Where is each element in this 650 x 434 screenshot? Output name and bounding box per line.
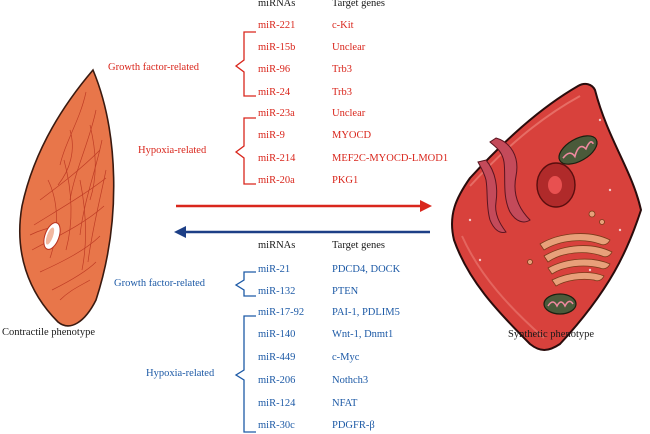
synthetic-phenotype-label: Synthetic phenotype — [508, 329, 595, 340]
target-gene-label: PDGFR-β — [332, 420, 375, 431]
upper-targets-header: Target genes — [332, 0, 386, 9]
target-gene-label: Unclear — [332, 42, 366, 53]
target-gene-label: c-Kit — [332, 20, 354, 31]
mirna-label: miR-24 — [258, 87, 291, 98]
lower-mirnas-header: miRNAs — [258, 240, 296, 251]
target-gene-label: PDCD4, DOCK — [332, 264, 401, 275]
mitochondrion-lower — [543, 293, 577, 315]
target-gene-label: PKG1 — [332, 175, 359, 186]
golgi-apparatus — [527, 210, 613, 287]
bracket-upper-growth — [234, 31, 256, 97]
target-gene-label: c-Myc — [332, 352, 360, 363]
synthetic-cell — [450, 82, 643, 351]
target-gene-label: MYOCD — [332, 130, 372, 141]
mirna-label: miR-9 — [258, 130, 285, 141]
mirna-label: miR-23a — [258, 108, 295, 119]
arrow-to-synthetic — [176, 200, 432, 212]
contractile-cell — [19, 68, 115, 327]
bracket-upper-hypoxia — [234, 117, 256, 185]
arrow-to-contractile — [174, 226, 430, 238]
upper-mirnas-header: miRNAs — [258, 0, 296, 9]
target-gene-label: MEF2C-MYOCD-LMOD1 — [332, 153, 449, 164]
target-gene-label: Unclear — [332, 108, 366, 119]
mirna-label: miR-221 — [258, 20, 296, 31]
target-gene-label: PTEN — [332, 286, 359, 297]
bracket-lower-growth — [234, 271, 256, 297]
target-gene-label: Trb3 — [332, 87, 353, 98]
endoplasmic-reticulum — [477, 137, 531, 233]
upper-group-label-growth: Growth factor-related — [108, 62, 200, 73]
mirna-label: miR-21 — [258, 264, 291, 275]
mirna-label: miR-449 — [258, 352, 296, 363]
bracket-lower-hypoxia — [234, 315, 256, 433]
mirna-label: miR-140 — [258, 329, 296, 340]
target-gene-label: Trb3 — [332, 64, 353, 75]
upper-group-label-hypoxia: Hypoxia-related — [138, 145, 207, 156]
target-gene-label: Nothch3 — [332, 375, 369, 386]
mirna-label: miR-17-92 — [258, 307, 305, 318]
mitochondrion-upper — [558, 135, 598, 165]
mirna-label: miR-30c — [258, 420, 295, 431]
target-gene-label: Wnt-1, Dnmt1 — [332, 329, 394, 340]
target-gene-label: NFAT — [332, 398, 358, 409]
lower-group-label-growth: Growth factor-related — [114, 278, 206, 289]
mirna-label: miR-96 — [258, 64, 291, 75]
mirna-label: miR-214 — [258, 153, 296, 164]
lower-targets-header: Target genes — [332, 240, 386, 251]
lower-group-label-hypoxia: Hypoxia-related — [146, 368, 215, 379]
mirna-label: miR-15b — [258, 42, 296, 53]
mirna-label: miR-132 — [258, 286, 296, 297]
mirna-label: miR-124 — [258, 398, 296, 409]
contractile-phenotype-label: Contractile phenotype — [2, 327, 96, 338]
mirna-label: miR-20a — [258, 175, 295, 186]
target-gene-label: PAI-1, PDLIM5 — [332, 307, 400, 318]
mirna-label: miR-206 — [258, 375, 296, 386]
